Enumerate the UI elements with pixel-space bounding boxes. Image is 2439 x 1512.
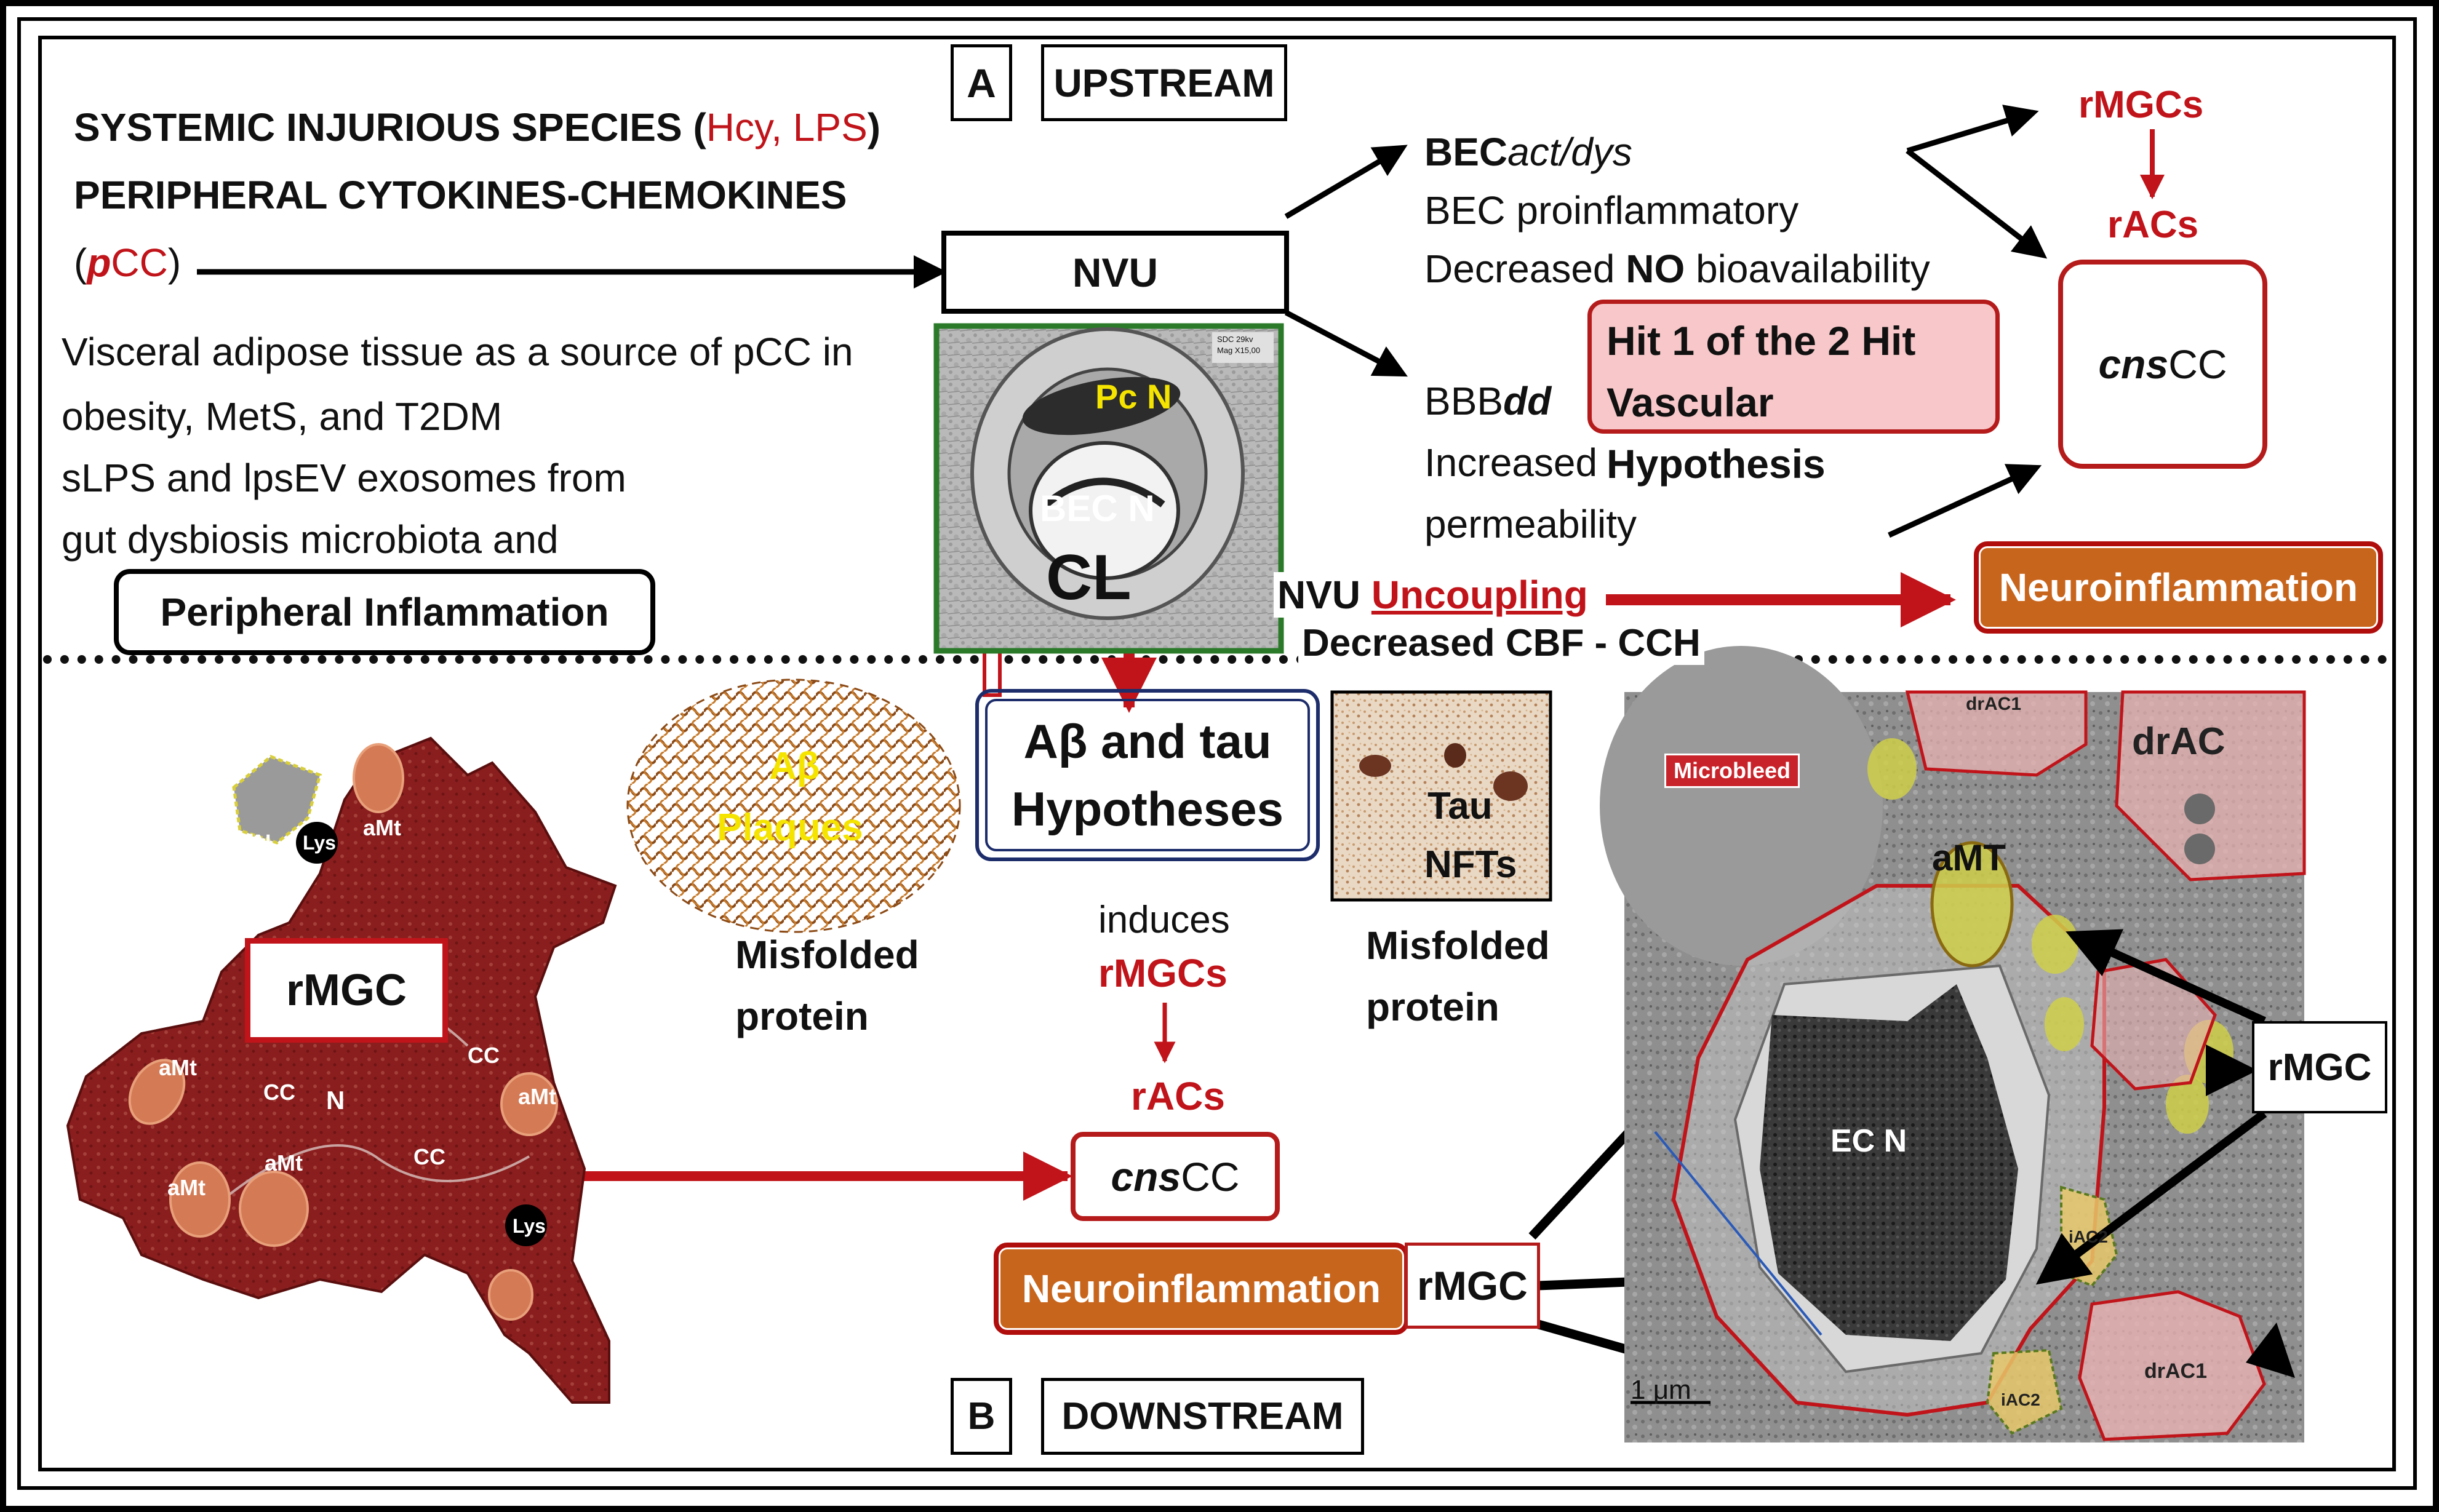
em2-microbleed: Microbleed	[1664, 754, 1800, 788]
bbb-to-cnscc-arrow	[1888, 464, 2042, 538]
visceral-text-2: obesity, MetS, and T2DM	[62, 394, 503, 439]
cell-amt-l3: aMt	[167, 1175, 206, 1200]
cell-dn-label: dN	[240, 830, 271, 856]
rmgc-bottom-box: rMGC	[1405, 1243, 1540, 1329]
em-bec-n-label: BEC N	[1040, 488, 1155, 529]
bec-fork-arrow	[1906, 105, 2039, 154]
em2-iac2-b: iAC2	[2001, 1390, 2040, 1409]
em2-ecn: EC N	[1830, 1123, 1907, 1159]
rmgc-cell-illustration	[66, 736, 617, 1404]
bec-to-cnscc-arrow	[1906, 148, 2048, 259]
endothelial-micrograph	[1600, 646, 2306, 1442]
em2-drac: drAC	[2132, 720, 2225, 763]
bbb-dd: BBBdd	[1424, 379, 1552, 423]
misfolded-1a: Misfolded	[735, 933, 919, 977]
bec-proinflammatory: BEC proinflammatory	[1424, 188, 1799, 233]
visceral-text-4: gut dysbiosis microbiota and	[62, 517, 559, 562]
decreased-no: Decreased NO bioavailability	[1424, 247, 1930, 291]
plaques-label: Plaques	[717, 806, 863, 849]
em-scale-label: SDC 29kv	[1217, 335, 1253, 344]
racs-bottom: rACs	[1131, 1074, 1225, 1118]
permeability-label: permeability	[1424, 502, 1637, 546]
nvu-uncoupling: NVU Uncoupling	[1274, 572, 1592, 618]
rmgcs-top: rMGCs	[2078, 84, 2204, 126]
rmgc-right-box: rMGC	[2252, 1021, 2387, 1113]
misfolded-2a: Misfolded	[1366, 923, 1550, 968]
tau-label: Tau	[1427, 785, 1493, 827]
pcc-label: (pCC)	[74, 241, 182, 285]
em2-drac1-top: drAC1	[1966, 694, 2022, 714]
decreased-cbf: Decreased CBF - CCH	[1298, 621, 1704, 665]
cell-amt-l2: aMt	[265, 1150, 303, 1176]
nvu-to-bbb-arrow	[1284, 310, 1408, 377]
em2-amt: aMT	[1932, 837, 2006, 878]
nvu-micrograph	[933, 323, 1284, 654]
hit-1-line1: Hit 1 of the 2 Hit	[1607, 318, 1916, 364]
cell-amt-r: aMt	[518, 1084, 556, 1109]
hit-1-box: Hit 1 of the 2 Hit Vascular Hypothesis	[1587, 300, 2000, 487]
rmgc-right-arrow-3	[2035, 1110, 2267, 1285]
bec-act-dys: BECact/dys	[1424, 130, 1632, 174]
cell-cc-3: CC	[413, 1144, 445, 1169]
tau-micrograph	[1330, 690, 1552, 902]
em2-scale-bar-label: 1 μm	[1631, 1375, 1691, 1405]
neuroinflammation-top: Neuroinflammation	[1974, 541, 2383, 634]
abeta-label: Aβ	[769, 745, 820, 787]
visceral-text-1: Visceral adipose tissue as a source of p…	[62, 330, 853, 374]
cell-cc-1: CC	[263, 1080, 295, 1105]
peripheral-cytokines-heading: PERIPHERAL CYTOKINES-CHEMOKINES	[74, 173, 847, 217]
racs-top: rACs	[2107, 204, 2199, 246]
inner-frame	[17, 17, 2417, 1490]
misfolded-2b: protein	[1366, 985, 1499, 1029]
misfolded-1b: protein	[735, 994, 869, 1038]
rmgc-right-arrow-1	[2066, 929, 2266, 1025]
em-pc-n-label: Pc N	[1095, 377, 1172, 416]
em-cl-label: CL	[1046, 542, 1132, 613]
induces-label: induces	[1098, 899, 1230, 941]
hit-1-line2: Vascular Hypothesis	[1607, 380, 1826, 487]
neuroinflammation-bottom: Neuroinflammation	[994, 1243, 1409, 1335]
panel-frame	[38, 36, 2396, 1471]
cell-lys-label-2: Lys	[513, 1215, 546, 1237]
panel-a-title: UPSTREAM	[1041, 44, 1287, 121]
rmgc-cell-label-box: rMGC	[245, 938, 448, 1043]
peripheral-inflammation-box: Peripheral Inflammation	[114, 569, 655, 655]
visceral-text-3: sLPS and lpsEV exosomes from	[62, 456, 626, 500]
rmgcs-bottom: rMGCs	[1098, 951, 1227, 995]
cell-amt-l1: aMt	[159, 1055, 197, 1080]
em2-iac2-a: iAC2	[2069, 1227, 2108, 1246]
cell-n-label: N	[326, 1086, 345, 1115]
increased-label: Increased	[1424, 440, 1598, 485]
panel-b-label: B	[951, 1378, 1012, 1455]
panel-a-label: A	[951, 44, 1012, 121]
systemic-species-heading: SYSTEMIC INJURIOUS SPECIES (Hcy, LPS)	[74, 105, 881, 149]
nfts-label: NFTs	[1424, 843, 1517, 886]
cell-amt-top-label: aMt	[363, 815, 401, 840]
em2-drac1-bot: drAC1	[2144, 1359, 2208, 1383]
cell-cc-2: CC	[468, 1043, 500, 1068]
nvu-to-bec-arrow	[1284, 145, 1408, 219]
hyp-line1: Aβ and tau	[1023, 714, 1272, 768]
cell-lys-label-1: Lys	[303, 832, 336, 854]
abeta-plaque-illustration	[626, 678, 961, 933]
abeta-tau-hypotheses-box: Aβ and tau Hypotheses	[975, 689, 1320, 861]
em-mag-label: Mag X15,00	[1217, 346, 1261, 355]
hyp-line2: Hypotheses	[1011, 782, 1284, 836]
panel-b-title: DOWNSTREAM	[1041, 1378, 1364, 1455]
nvu-box: NVU	[941, 231, 1289, 314]
